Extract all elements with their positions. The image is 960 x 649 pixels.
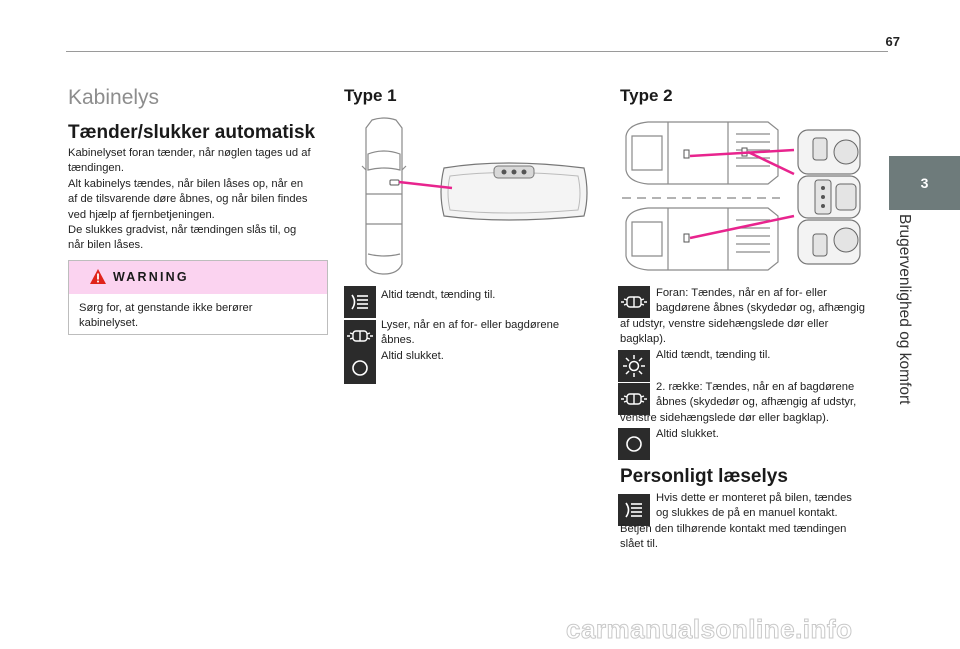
type2-illustration bbox=[622, 121, 861, 271]
type2-item-3: 2. række: Tændes, når en af bagdørene åb… bbox=[620, 380, 882, 426]
car-door-icon bbox=[618, 383, 650, 415]
circle-off-icon bbox=[344, 352, 376, 384]
chapter-label: Brugervenlighed og komfort bbox=[896, 214, 913, 405]
type1-item-1: Altid tændt, tænding til. bbox=[381, 288, 601, 303]
text-line: af de tilsvarende døre åbnes, og når bil… bbox=[68, 193, 308, 206]
type1-illustration bbox=[361, 117, 588, 275]
text-line: når bilen låses. bbox=[68, 239, 144, 252]
section-paragraph: Kabinelyset foran tænder, når nøglen tag… bbox=[68, 146, 338, 254]
text-line: åbnes. bbox=[381, 334, 415, 347]
text-line: Altid slukket. bbox=[656, 428, 719, 440]
text-line: bagklap). bbox=[620, 333, 667, 346]
text-line: åbnes (skydedør og, afhængig af udstyr, bbox=[656, 396, 857, 409]
text-line: Betjen den tilhørende kontakt med tændin… bbox=[620, 522, 847, 535]
car-door-icon bbox=[618, 286, 650, 318]
text-line: bagdørene åbnes (skydedør og, afhængig bbox=[656, 302, 865, 315]
warning-text: Sørg for, at genstande ikke berører kabi… bbox=[79, 301, 319, 332]
reading-light-title: Personligt læselys bbox=[620, 466, 788, 487]
page-number: 67 bbox=[885, 34, 900, 49]
text-line: Foran: Tændes, når en af for- eller bbox=[656, 287, 827, 299]
warning-header: WARNING bbox=[69, 261, 327, 294]
svg-text:carmanualsonline.info: carmanualsonline.info bbox=[566, 614, 852, 644]
text-line: Sørg for, at genstande ikke berører bbox=[79, 302, 253, 314]
text-line: Kabinelyset foran tænder, når nøglen tag… bbox=[68, 147, 311, 159]
warning-box: WARNING Sørg for, at genstande ikke berø… bbox=[68, 260, 328, 335]
type2-item-1: Foran: Tændes, når en af for- eller bagd… bbox=[620, 286, 882, 348]
reading-light-text: Hvis dette er monteret på bilen, tændes … bbox=[620, 491, 882, 553]
circle-off-icon bbox=[618, 428, 650, 460]
sun-icon bbox=[618, 350, 650, 382]
type2-item-4: Altid slukket. bbox=[656, 427, 876, 442]
text-line: De slukkes gradvist, når tændingen slås … bbox=[68, 224, 297, 237]
type1-item-2: Lyser, når en af for- eller bagdørene åb… bbox=[381, 318, 601, 349]
section-subtitle: Tænder/slukker automatisk bbox=[68, 122, 316, 143]
text-line: tændingen. bbox=[68, 162, 124, 175]
text-line: Lyser, når en af for- eller bagdørene bbox=[381, 319, 560, 331]
text-line: Altid slukket. bbox=[381, 350, 444, 362]
text-line: Alt kabinelys tændes, når bilen låses op… bbox=[68, 177, 304, 190]
type2-title: Type 2 bbox=[620, 86, 673, 105]
header-rule bbox=[66, 51, 888, 52]
type2-item-2: Altid tændt, tænding til. bbox=[656, 348, 876, 363]
car-door-icon bbox=[344, 320, 376, 352]
type1-item-3: Altid slukket. bbox=[381, 349, 601, 364]
text-line: af udstyr, venstre sidehængslede dør ell… bbox=[620, 317, 829, 330]
chapter-tab[interactable]: 3 bbox=[889, 156, 960, 210]
text-line: kabinelyset. bbox=[79, 317, 139, 330]
text-line: Hvis dette er monteret på bilen, tændes bbox=[656, 492, 852, 504]
text-line: og slukkes de på en manuel kontakt. bbox=[656, 507, 838, 520]
watermark-logo: carmanualsonline.info bbox=[566, 614, 853, 645]
type1-title: Type 1 bbox=[344, 86, 397, 105]
warning-triangle-icon bbox=[90, 269, 106, 284]
text-line: Altid tændt, tænding til. bbox=[381, 289, 496, 301]
section-title: Kabinelys bbox=[68, 86, 160, 109]
text-line: 2. række: Tændes, når en af bagdørene bbox=[656, 381, 855, 393]
chapter-label-wrap: Brugervenlighed og komfort bbox=[885, 210, 925, 470]
warning-title: WARNING bbox=[113, 270, 189, 284]
lamp-lines-icon bbox=[344, 286, 376, 318]
text-line: venstre sidehængslede dør eller bagklap)… bbox=[620, 411, 829, 424]
text-line: ved hjælp af fjernbetjeningen. bbox=[68, 208, 215, 221]
text-line: Altid tændt, tænding til. bbox=[656, 349, 771, 361]
lamp-lines-icon bbox=[618, 494, 650, 526]
text-line: slået til. bbox=[620, 538, 658, 551]
